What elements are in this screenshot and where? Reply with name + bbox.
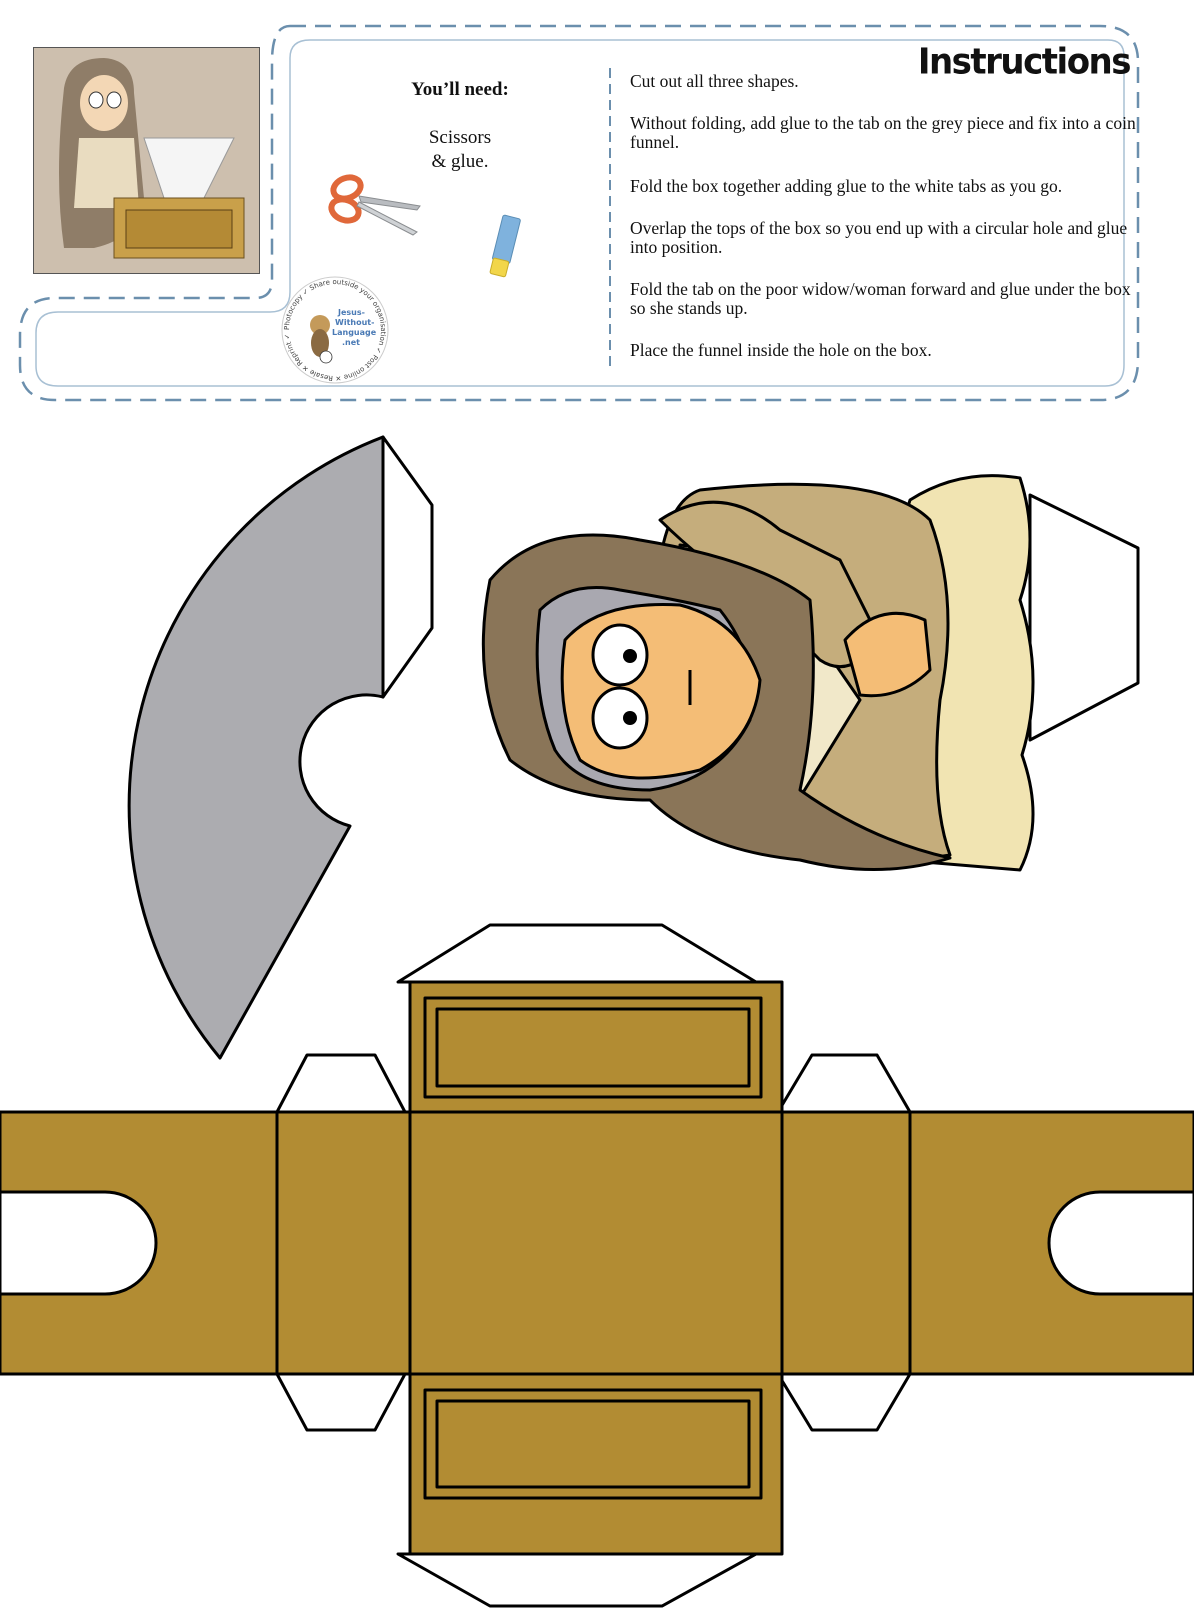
coin-slot-left xyxy=(0,1190,158,1296)
instruction-step: Fold the tab on the poor widow/woman for… xyxy=(630,279,1131,318)
inner-border xyxy=(35,39,1125,387)
widow-cutout xyxy=(481,474,1140,872)
box-cutout xyxy=(0,923,1194,1608)
supply-glue: & glue. xyxy=(431,151,489,172)
dashed-outer-border xyxy=(18,24,1140,402)
supply-scissors: Scissors xyxy=(428,127,492,148)
instructions-title: Instructions xyxy=(917,41,1132,83)
instruction-step: Fold the box together adding glue to the… xyxy=(630,176,1063,196)
box-side-tab xyxy=(275,1053,407,1114)
instruction-step: Cut out all three shapes. xyxy=(630,71,799,91)
funnel-cutout xyxy=(127,435,434,1060)
box-bottom-tab xyxy=(396,1552,758,1608)
widow-stand-tab xyxy=(1028,493,1140,742)
box-side-tab xyxy=(776,1372,912,1432)
header-frame xyxy=(18,24,1140,402)
scissors-icon xyxy=(328,174,421,236)
logo-text-line: Without- xyxy=(335,318,374,327)
glue-stick-icon xyxy=(489,214,521,278)
coin-slot-right xyxy=(1047,1190,1194,1296)
instruction-step: Without folding, add glue to the tab on … xyxy=(630,113,1136,152)
box-top-tab xyxy=(396,923,758,984)
left-eye xyxy=(591,623,649,687)
finished-craft-photo xyxy=(33,47,260,274)
funnel-sector xyxy=(127,435,385,1060)
supplies-list: Scissors & glue. xyxy=(400,126,520,174)
funnel-tab xyxy=(381,435,434,699)
instruction-step: Place the funnel inside the hole on the … xyxy=(630,340,932,360)
supplies-title: You’ll need: xyxy=(411,79,509,100)
box-side-tab xyxy=(275,1372,407,1432)
right-eye xyxy=(591,686,649,750)
box-body xyxy=(0,1110,1194,1376)
instruction-step: Overlap the tops of the box so you end u… xyxy=(630,218,1128,257)
craft-template xyxy=(0,435,1194,1608)
box-side-tab xyxy=(776,1053,912,1114)
logo-text-line: .net xyxy=(342,338,360,347)
hand xyxy=(843,611,932,698)
instruction-steps: Cut out all three shapes. Without foldin… xyxy=(630,72,1150,383)
logo-text-line: Jesus- xyxy=(337,308,365,317)
site-logo: Photocopy ✓ Share outside your organisat… xyxy=(281,276,389,384)
logo-text-line: Language xyxy=(332,328,377,337)
